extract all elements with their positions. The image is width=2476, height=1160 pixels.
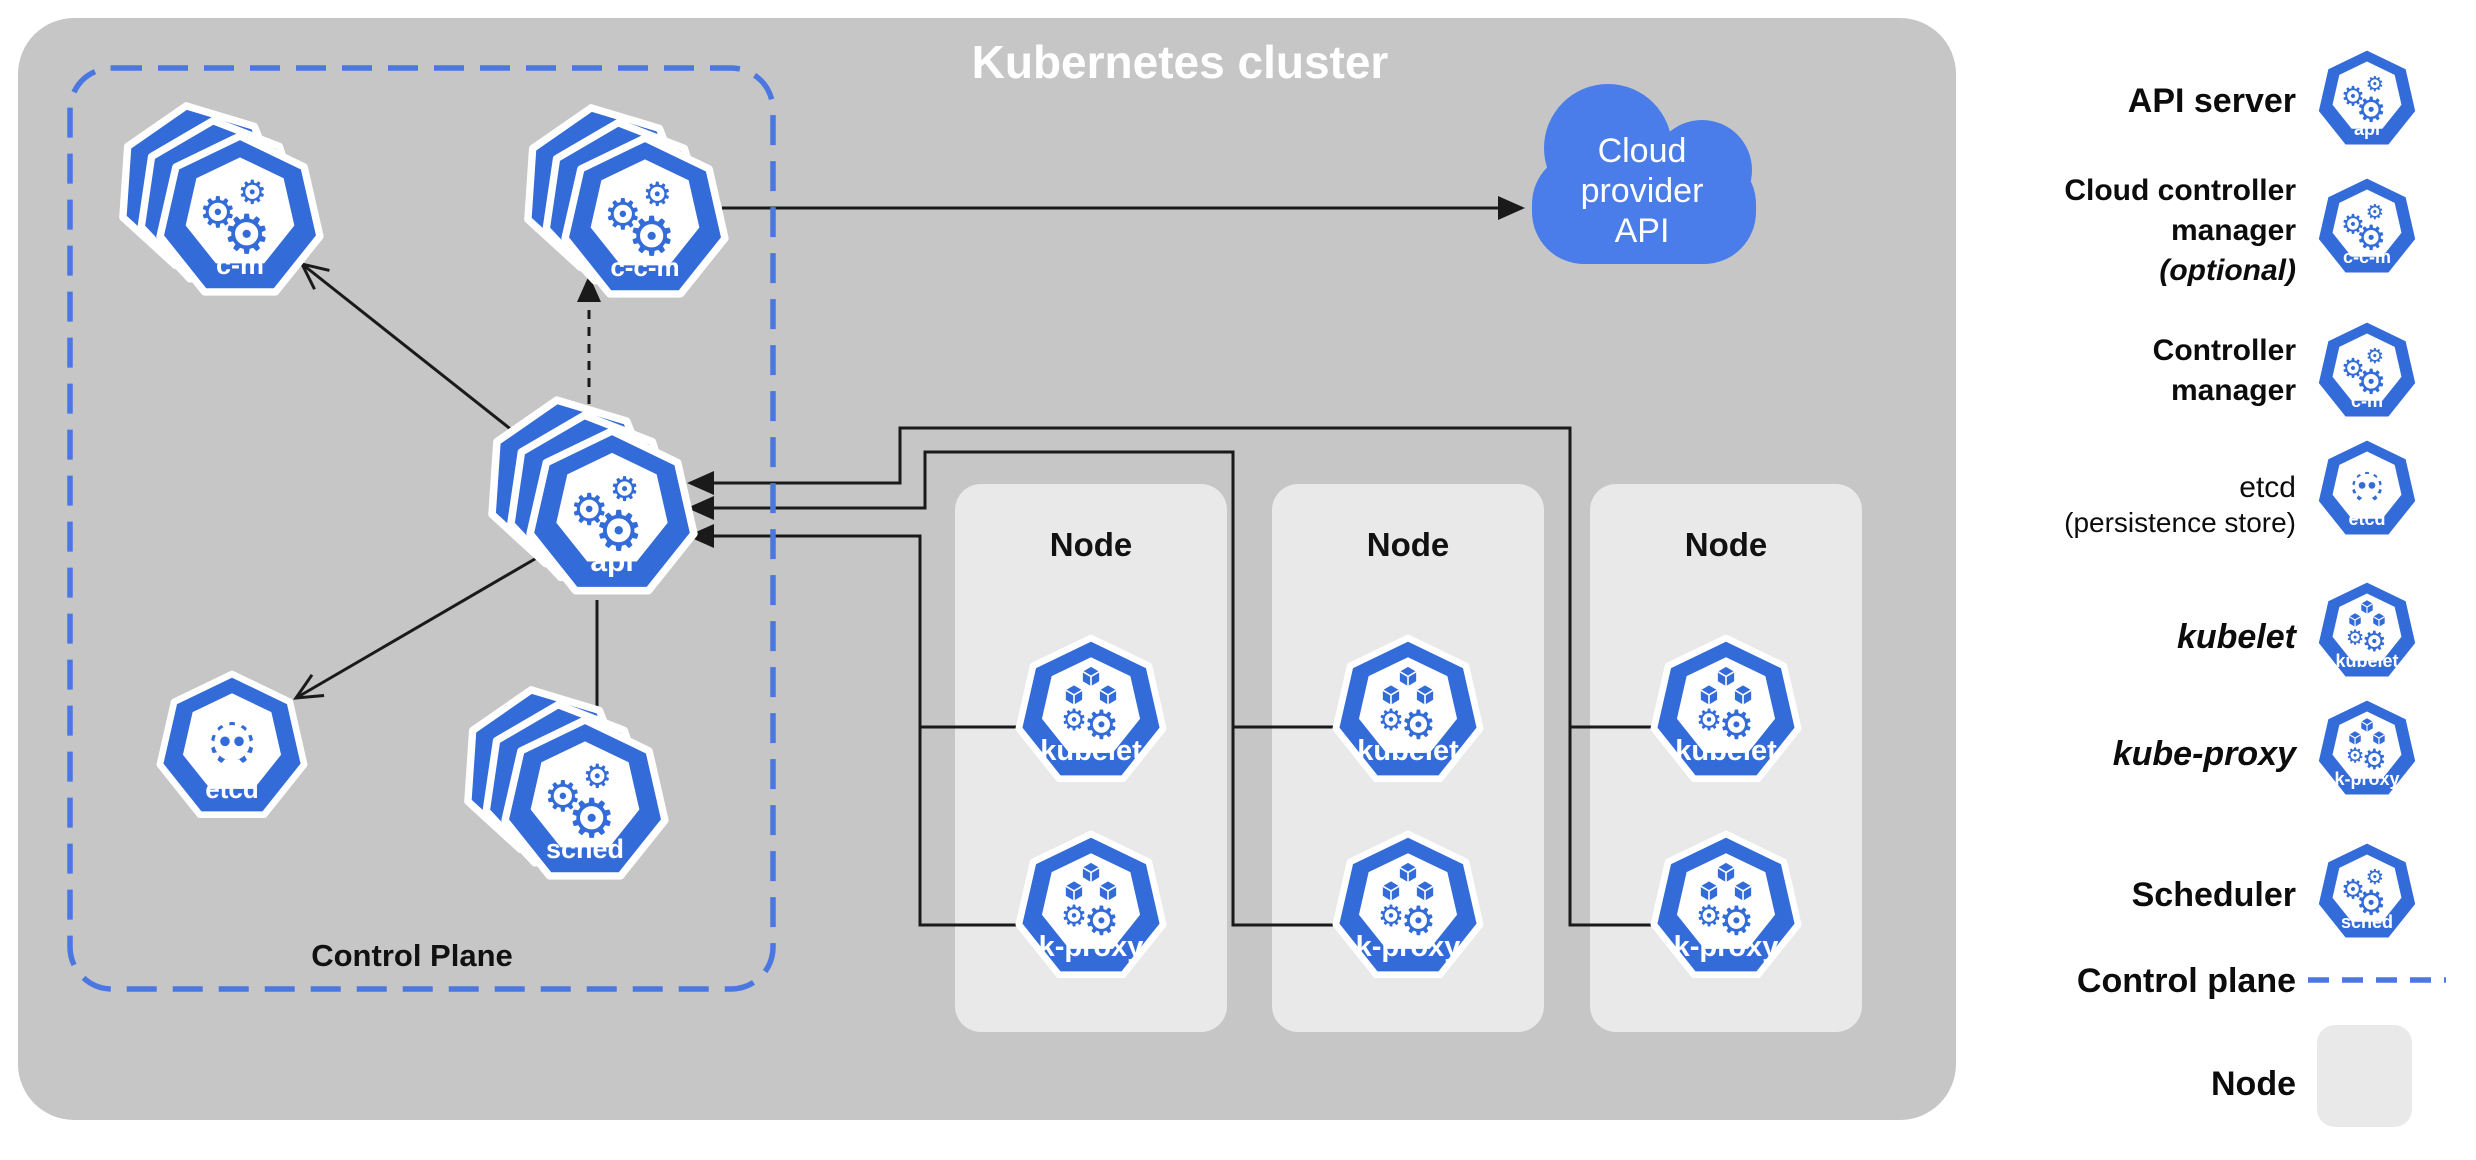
legend-etcd-icon-label: etcd (2348, 509, 2385, 529)
node-title: Node (1685, 526, 1768, 563)
etcd-label: etcd (205, 774, 258, 804)
api-server-label: api (590, 545, 633, 578)
cloud-label-line2: provider (1581, 172, 1704, 210)
legend-kproxy-label: kube-proxy (2113, 735, 2298, 773)
legend-ccm-label-line1: Cloud controller (2064, 174, 2296, 207)
legend-etcd-label-line2: (persistence store) (2064, 507, 2296, 538)
legend: API server api Cloud controller manager … (2064, 48, 2446, 1127)
legend-etcd-label-line1: etcd (2239, 471, 2296, 504)
legend-cm-label-line1: Controller (2153, 334, 2297, 367)
legend-sched-icon-label: sched (2341, 912, 2393, 932)
legend-ccm-icon-label: c-c-m (2343, 247, 2391, 267)
cloud-provider-api: Cloud provider API (1532, 84, 1756, 264)
node-title: Node (1367, 526, 1450, 563)
node2-kproxy-label: k-proxy (1356, 931, 1461, 963)
node1-kproxy-label: k-proxy (1039, 931, 1144, 963)
control-plane-box (67, 65, 776, 992)
cluster-title: Kubernetes cluster (972, 36, 1389, 88)
cloud-label-line1: Cloud (1598, 132, 1687, 170)
arrow-api-to-etcd (296, 554, 541, 698)
legend-node-swatch (2317, 1025, 2412, 1127)
control-plane-label: Control Plane (311, 938, 513, 973)
node3-kproxy-label: k-proxy (1674, 931, 1779, 963)
controller-manager-label: c-m (216, 250, 264, 280)
node3-kubelet-label: kubelet (1675, 735, 1777, 767)
legend-ccm-label-line2: manager (2171, 214, 2296, 247)
legend-cm-icon-label: c-m (2351, 391, 2383, 411)
legend-kubelet-icon-label: kubelet (2335, 651, 2398, 671)
scheduler-label: sched (546, 834, 624, 864)
legend-node-label: Node (2211, 1065, 2296, 1103)
legend-control-plane-label: Control plane (2077, 962, 2296, 1000)
legend-kproxy-icon-label: k-proxy (2334, 769, 2399, 789)
legend-api-server-label: API server (2128, 82, 2296, 120)
legend-ccm-label-line3: (optional) (2159, 254, 2296, 287)
legend-kubelet-label: kubelet (2177, 618, 2298, 656)
legend-sched-label: Scheduler (2132, 876, 2296, 914)
connector-node1-to-api (687, 524, 1019, 927)
arrow-api-to-cm (302, 264, 538, 452)
node1-kubelet-label: kubelet (1040, 735, 1142, 767)
connector-node3-to-api (687, 426, 1654, 927)
cloud-controller-manager-label: c-c-m (610, 252, 679, 282)
connector-node2-to-api (687, 450, 1336, 927)
legend-cm-label-line2: manager (2171, 374, 2296, 407)
node-title: Node (1050, 526, 1133, 563)
cloud-label-line3: API (1615, 212, 1670, 250)
node2-kubelet-label: kubelet (1357, 735, 1459, 767)
legend-api-icon-label: api (2354, 119, 2380, 139)
